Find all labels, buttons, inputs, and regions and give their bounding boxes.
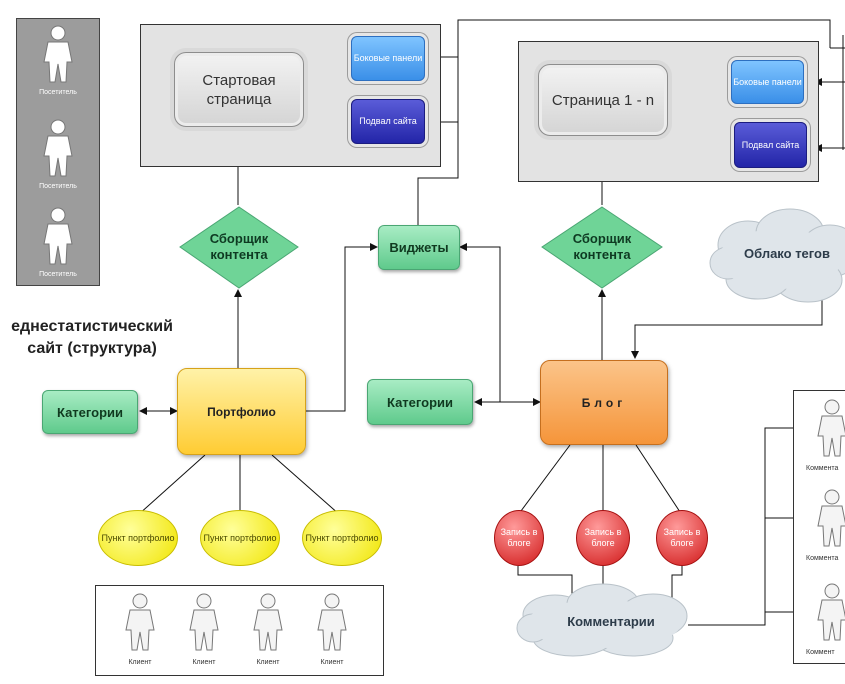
page-n-box: Страница 1 - n [538, 64, 668, 136]
client-figure: Клиент [246, 592, 290, 670]
blog-post: Запись в блоге [576, 510, 630, 566]
visitor-label: Посетитель [39, 183, 77, 190]
sidebar-panel-left: Боковые панели [351, 36, 425, 81]
content-assembler-left: Сборщик контента [209, 231, 269, 262]
tag-cloud-label: Облако тегов [744, 246, 830, 261]
footer-panel-right: Подвал сайта [734, 122, 807, 168]
categories-left-box: Категории [42, 390, 138, 434]
cloud-shape [709, 208, 845, 303]
client-figure: Клиент [118, 592, 162, 670]
commenter-figure: Коммент [806, 582, 845, 660]
person-icon [43, 25, 73, 83]
person-icon [43, 207, 73, 265]
client-label: Клиент [256, 659, 280, 666]
client-figure: Клиент [310, 592, 354, 670]
categories-mid-box: Категории [367, 379, 473, 425]
client-label: Клиент [128, 659, 152, 666]
diagram-title-line2: сайт (структура) [27, 340, 157, 357]
person-icon [253, 593, 283, 651]
diamond-shape [179, 206, 299, 289]
sidebar-panel-right: Боковые панели [731, 60, 804, 104]
person-icon [817, 583, 845, 641]
commenter-label: Коммента [806, 465, 839, 472]
visitor-figure: Посетитель [36, 24, 80, 96]
widgets-box: Виджеты [378, 225, 460, 270]
commenter-label: Коммента [806, 555, 839, 562]
blog-box: Блог [540, 360, 668, 445]
client-figure: Клиент [182, 592, 226, 670]
person-icon [817, 399, 845, 457]
visitor-figure: Посетитель [36, 118, 80, 190]
person-icon [43, 119, 73, 177]
content-assembler-right: Сборщик контента [572, 231, 632, 262]
client-label: Клиент [192, 659, 216, 666]
client-label: Клиент [320, 659, 344, 666]
visitor-figure: Посетитель [36, 206, 80, 278]
blog-post: Запись в блоге [656, 510, 708, 566]
commenter-figure: Коммента [806, 488, 845, 566]
cloud-shape [516, 583, 688, 657]
visitor-label: Посетитель [39, 271, 77, 278]
portfolio-item: Пункт портфолио [200, 510, 280, 566]
blog-post: Запись в блоге [494, 510, 544, 566]
footer-panel-left: Подвал сайта [351, 99, 425, 144]
person-icon [189, 593, 219, 651]
commenter-figure: Коммента [806, 398, 845, 476]
start-page-box: Стартовая страница [174, 52, 304, 127]
diagram-title-line1: еднестатистический [11, 318, 173, 335]
diamond-shape [541, 206, 663, 289]
diagram-title: еднестатистический сайт (структура) [0, 316, 184, 360]
person-icon [317, 593, 347, 651]
person-icon [125, 593, 155, 651]
visitor-label: Посетитель [39, 89, 77, 96]
portfolio-item: Пункт портфолио [98, 510, 178, 566]
person-icon [817, 489, 845, 547]
comments-label: Комментарии [567, 614, 655, 629]
portfolio-box: Портфолио [177, 368, 306, 455]
portfolio-item: Пункт портфолио [302, 510, 382, 566]
commenter-label: Коммент [806, 649, 835, 656]
